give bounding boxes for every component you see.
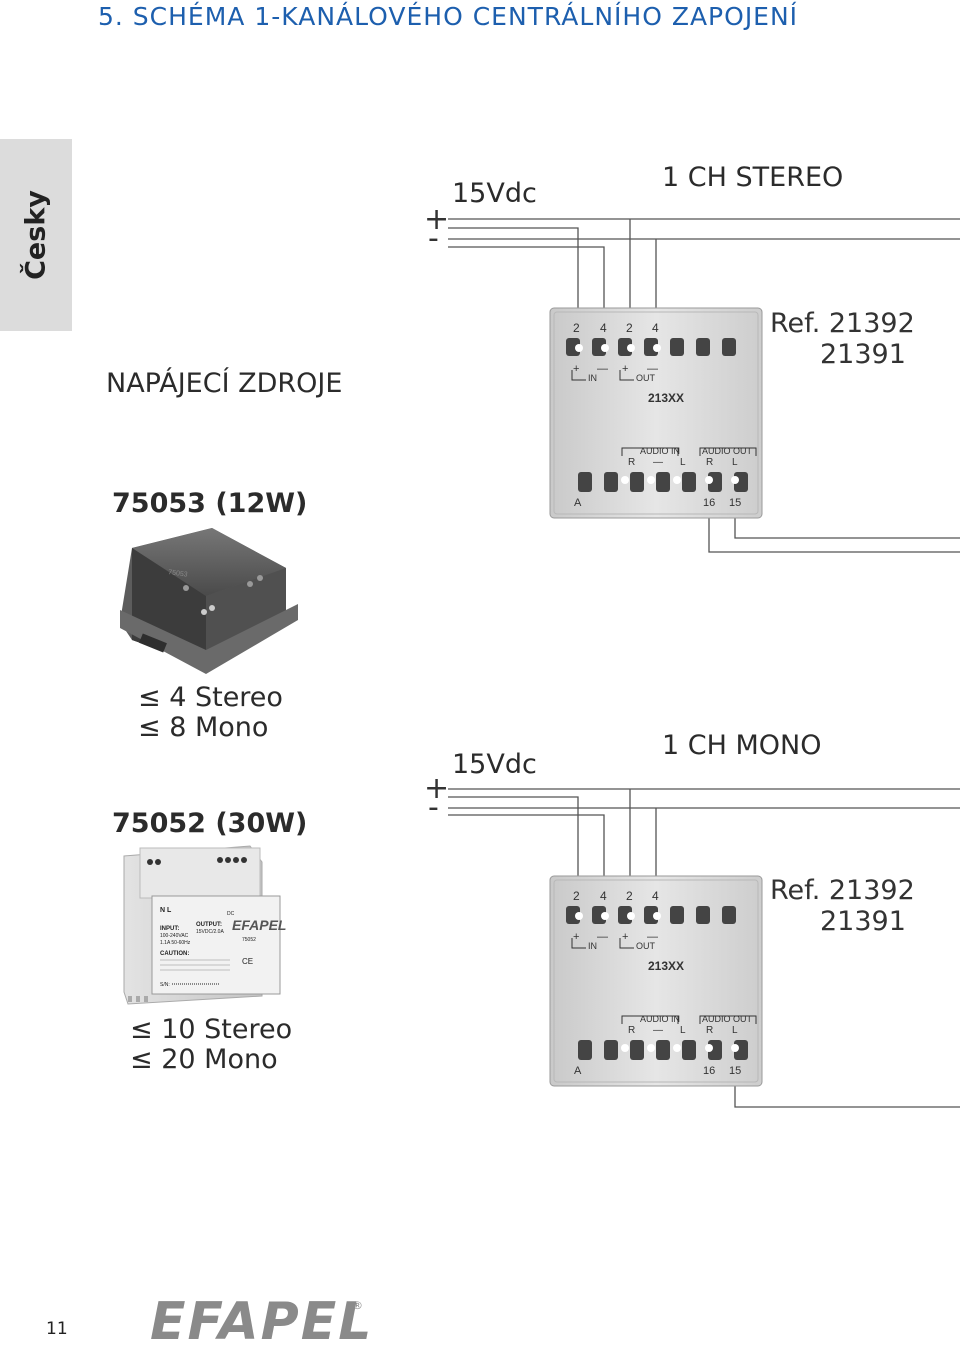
psu-75052-image: N L DC EFAPEL INPUT: 100-240VAC 1.1A 50-… (123, 845, 286, 1005)
stereo-in-plus: + (573, 363, 579, 375)
mono-in-plus: + (573, 931, 579, 943)
mono-in-l: L (680, 1025, 686, 1036)
stereo-out-label: OUT (636, 373, 656, 383)
page-title: 5. SCHÉMA 1-KANÁLOVÉHO CENTRÁLNÍHO ZAPOJ… (98, 2, 799, 31)
mono-in-r: R (628, 1025, 635, 1036)
psu-75052-nl: N L (160, 907, 172, 914)
registered-mark: ® (352, 1299, 363, 1312)
stereo-out-plus: + (622, 363, 628, 375)
mono-in-minus: — (597, 931, 608, 943)
stereo-out-minus: — (647, 363, 658, 375)
mono-drop-1 (448, 796, 579, 885)
mono-module-code: 213XX (648, 959, 684, 973)
stereo-module-code: 213XX (648, 391, 684, 405)
stereo-in-label: IN (588, 373, 597, 383)
stereo-term-4b: 4 (652, 321, 659, 335)
stereo-term-a: A (574, 497, 582, 509)
mono-module: 2 4 2 4 + — + — IN OUT 213XX AUDIO IN AU… (549, 875, 763, 1087)
mono-out-r: R (706, 1025, 713, 1036)
psu-75052-input: INPUT: (160, 926, 179, 932)
mono-in-dash: — (653, 1025, 663, 1036)
mono-term-a: A (574, 1065, 582, 1077)
stereo-module: 2 4 2 4 + — + — IN OUT 213XX AUDIO IN AU… (549, 307, 763, 519)
supply-75052-model: 75052 (30W) (112, 808, 308, 839)
supply-75053-mono: ≤ 8 Mono (138, 712, 269, 743)
mono-term-15: 15 (729, 1065, 741, 1077)
stereo-term-16: 16 (703, 497, 715, 509)
stereo-audio-in: AUDIO IN (640, 446, 680, 456)
psu-75052-input-a: 1.1A 50-60Hz (160, 940, 191, 946)
stereo-audio-out: AUDIO OUT (702, 446, 753, 456)
psu-75053-label: 75053 (168, 569, 188, 579)
mono-term-4b: 4 (652, 889, 659, 903)
supply-75053-model: 75053 (12W) (112, 488, 308, 519)
mono-drop-2 (448, 814, 605, 885)
efapel-logo: EFAPEL (150, 1292, 374, 1352)
stereo-audio-wire-15 (734, 508, 960, 539)
mono-heading: 1 CH MONO (662, 730, 822, 761)
mono-ref-line1: Ref. 21392 (770, 875, 915, 906)
mono-term-2b: 2 (626, 889, 633, 903)
supply-75052-mono: ≤ 20 Mono (130, 1044, 278, 1075)
mono-plus-sign: + (424, 771, 450, 806)
mono-audio-out: AUDIO OUT (702, 1014, 753, 1024)
page-number: 11 (46, 1319, 68, 1339)
language-tab: Česky (0, 139, 72, 331)
stereo-drop-2 (448, 246, 605, 318)
supply-75052-stereo: ≤ 10 Stereo (130, 1014, 293, 1045)
stereo-audio-wire-16 (708, 508, 960, 553)
stereo-in-minus: — (597, 363, 608, 375)
stereo-ref-line2: 21391 (820, 339, 906, 370)
psu-75052-ce: CE (242, 957, 253, 966)
mono-out-l: L (732, 1025, 738, 1036)
stereo-term-2b: 2 (626, 321, 633, 335)
stereo-in-r: R (628, 457, 635, 468)
psu-75052-output-v: 15VDC/2.0A (196, 929, 224, 935)
power-supplies-heading: NAPÁJECÍ ZDROJE (106, 368, 343, 399)
psu-75052-sn: S/N: (160, 982, 170, 988)
stereo-term-4a: 4 (600, 321, 607, 335)
mono-out-label: OUT (636, 941, 656, 951)
stereo-ref-line1: Ref. 21392 (770, 308, 915, 339)
stereo-minus-sign: - (428, 221, 439, 256)
mono-out-plus: + (622, 931, 628, 943)
mono-minus-sign: - (428, 790, 439, 825)
psu-75052-dc: DC (227, 911, 235, 917)
stereo-plus-sign: + (424, 202, 450, 237)
mono-audio-wire-15 (734, 1075, 960, 1108)
stereo-out-r: R (706, 457, 713, 468)
mono-term-4a: 4 (600, 889, 607, 903)
stereo-out-l: L (732, 457, 738, 468)
mono-out-minus: — (647, 931, 658, 943)
mono-audio-in: AUDIO IN (640, 1014, 680, 1024)
stereo-in-dash: — (653, 457, 663, 468)
stereo-in-l: L (680, 457, 686, 468)
stereo-term-2a: 2 (573, 321, 580, 335)
mono-ref-line2: 21391 (820, 906, 906, 937)
psu-75052-input-v: 100-240VAC (160, 933, 189, 939)
supply-75053-stereo: ≤ 4 Stereo (138, 682, 283, 713)
stereo-term-15: 15 (729, 497, 741, 509)
stereo-voltage: 15Vdc (452, 178, 537, 209)
psu-75053-image: 75053 (120, 528, 298, 674)
mono-in-label: IN (588, 941, 597, 951)
psu-75052-model-code: 75052 (242, 937, 256, 943)
psu-75052-output: OUTPUT: (196, 922, 222, 928)
stereo-drop-1 (448, 227, 579, 318)
psu-75052-brand: EFAPEL (232, 917, 286, 933)
stereo-heading: 1 CH STEREO (662, 162, 844, 193)
mono-voltage: 15Vdc (452, 749, 537, 780)
psu-75052-caution: CAUTION: (160, 951, 189, 957)
mono-term-2a: 2 (573, 889, 580, 903)
mono-term-16: 16 (703, 1065, 715, 1077)
